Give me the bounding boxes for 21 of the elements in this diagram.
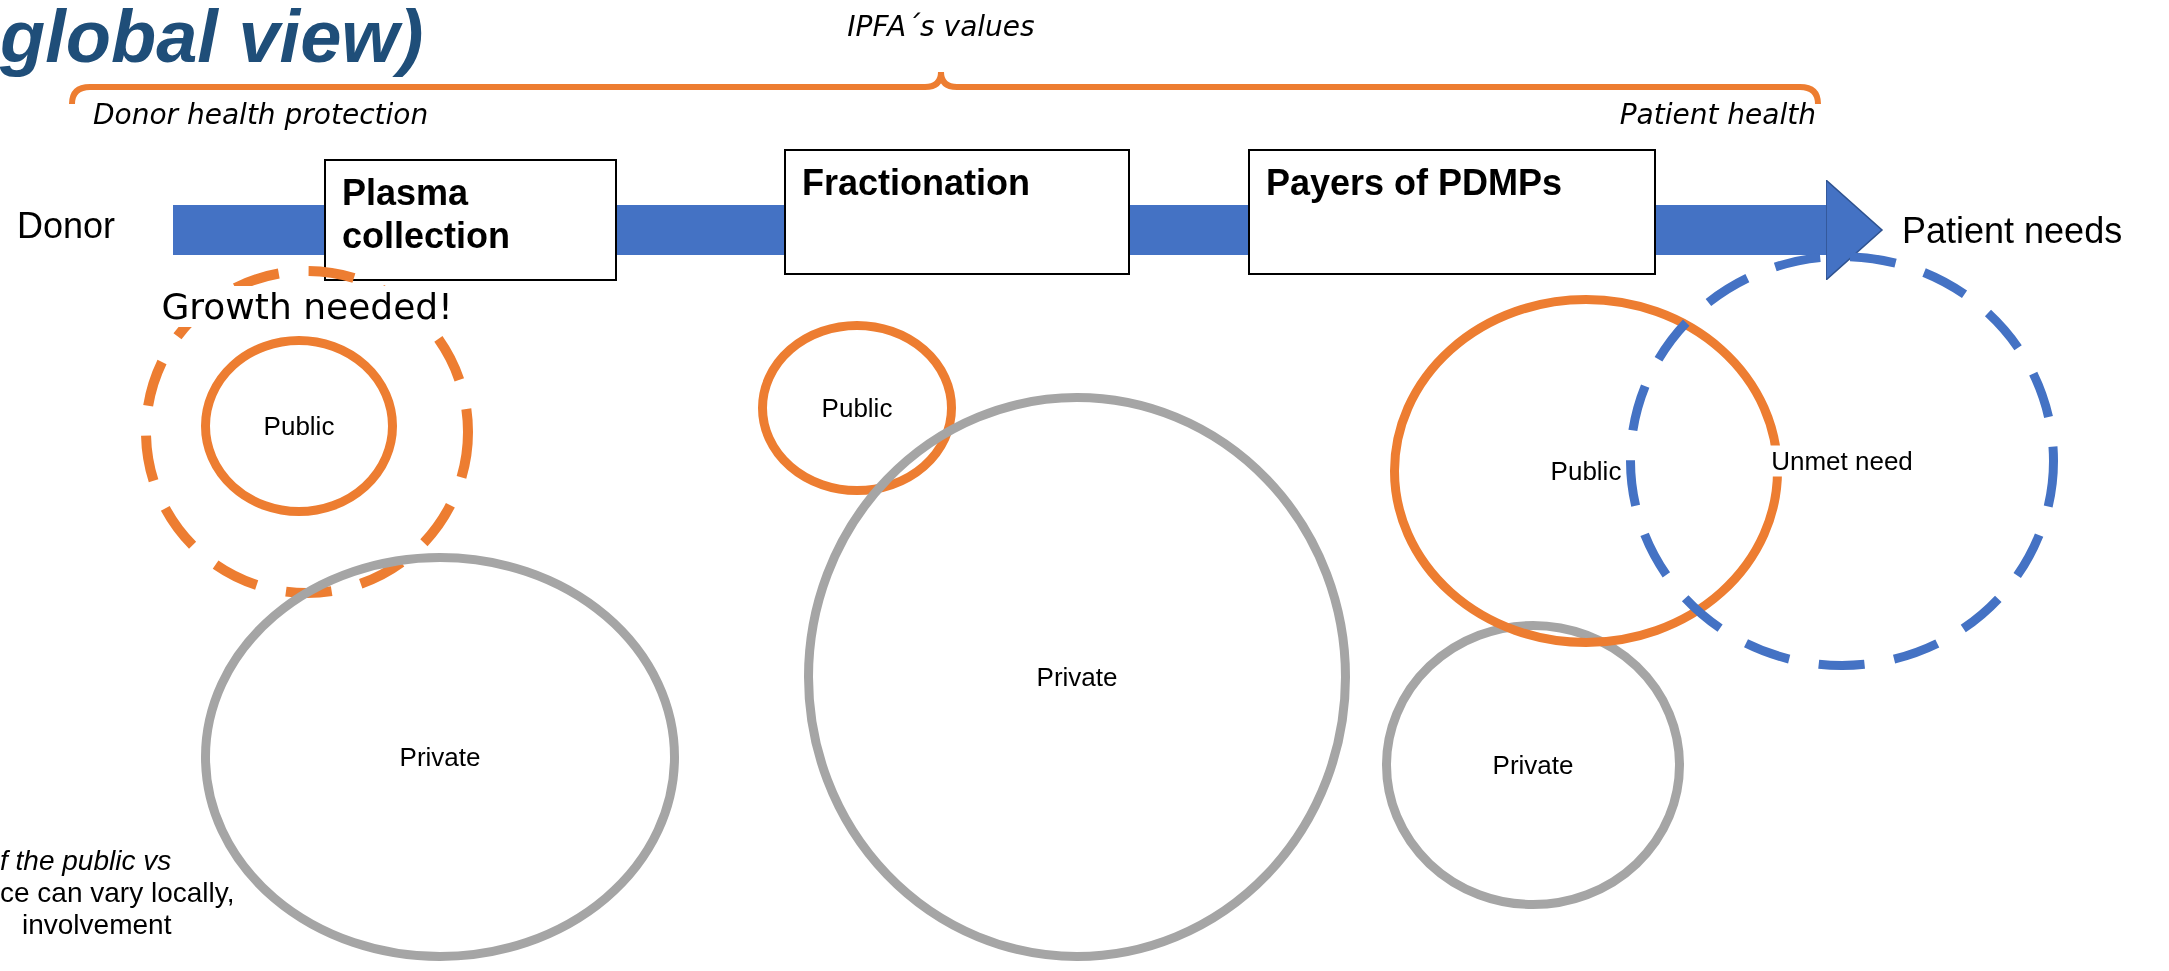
dashed-circle bbox=[141, 266, 473, 598]
endpoint-label: Donor bbox=[17, 205, 116, 247]
arrow bbox=[1656, 179, 1883, 281]
box-label: Payers of PDMPs bbox=[1266, 161, 1564, 205]
process-box bbox=[784, 149, 1130, 275]
circle bbox=[201, 336, 397, 516]
endpoint-label: Patient needs bbox=[1902, 210, 2123, 252]
note-text: involvement bbox=[22, 909, 172, 941]
circle bbox=[758, 321, 956, 495]
note-text: f the public vs bbox=[0, 845, 172, 877]
process-box bbox=[324, 159, 617, 281]
note-text: Donor health protection bbox=[93, 98, 429, 131]
bracket-label: IPFA´s values bbox=[847, 10, 1035, 43]
box-label: Plasma collection bbox=[342, 171, 512, 258]
circle bbox=[804, 393, 1350, 961]
dashed-circle bbox=[1626, 252, 2058, 670]
note-text: ce can vary locally, bbox=[0, 877, 235, 909]
circle bbox=[1382, 621, 1684, 909]
note-text: Patient health bbox=[1619, 98, 1816, 131]
box-label: Fractionation bbox=[802, 161, 1031, 205]
process-box bbox=[1248, 149, 1656, 275]
